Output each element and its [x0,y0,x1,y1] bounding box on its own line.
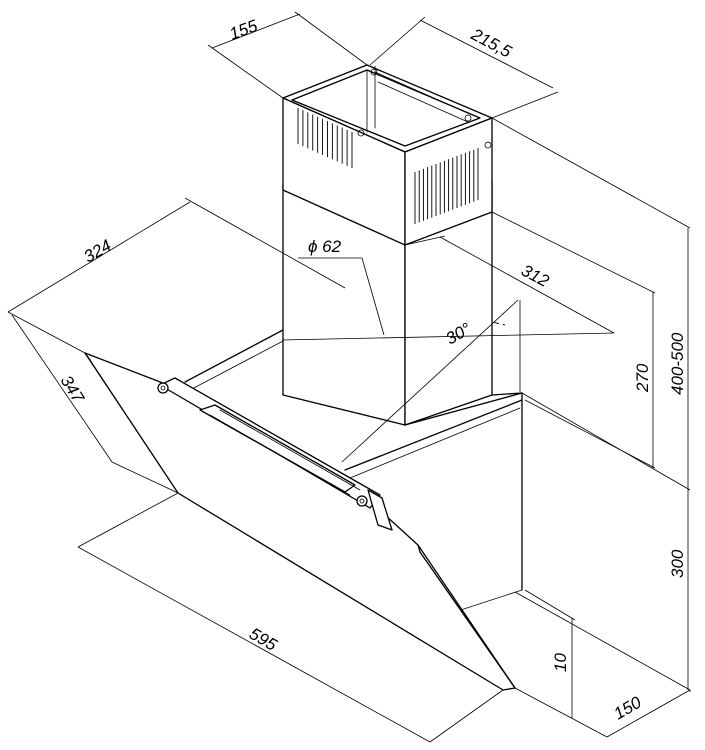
dim-270-ext-bot [524,399,656,469]
label-chimney-offset: 312 [518,261,552,291]
dim-324-ext-1 [184,197,346,289]
glass-panel [84,352,516,691]
vent-slots-left [297,108,353,168]
dim-150-ext-2 [514,687,608,738]
hinge-left [157,382,169,394]
dim-324-ext-2 [7,311,86,354]
label-canopy-depth: 324 [81,236,115,267]
top-plate-back-edge [404,392,523,426]
dim-595-ext-2 [429,689,504,743]
dim-324-line [7,201,191,313]
dim-2155-ext-2 [491,91,559,119]
top-plate-bottom-edge-2 [349,407,521,479]
bracket-screw-1 [370,68,378,76]
bracket-screw-4 [357,129,365,137]
dim-312-line [439,236,615,334]
top-plate-bottom-edge [344,399,523,471]
label-back-height: 300 [668,549,687,578]
dim-595-ext-1 [77,492,179,548]
dim-312-ext-2 [281,332,615,341]
bracket-screw-3 [484,141,492,149]
dim-400500-ext-bot [521,392,691,491]
label-panel-edge: 10 [551,653,570,672]
dim-347-ext [111,461,179,494]
dim-155-ext-1 [207,44,284,99]
hinge-right [356,495,368,507]
dim-155-line [211,13,301,49]
dim-2155-ext-1 [369,16,426,66]
dim-300-ext-bot [514,591,691,691]
chimney-lower [282,181,493,426]
dim-angle-ray [341,299,519,463]
hinge-left-inner [160,385,166,391]
label-glass-height: 347 [57,372,88,407]
dim-312-ext-1 [404,235,446,246]
label-chimney-height-range: 400-500 [668,332,687,395]
top-plate-inner-edge [189,340,284,391]
hinge-bracket-right [367,489,393,531]
chimney-upper [282,64,493,246]
vent-slots-right [414,148,479,224]
label-chimney-depth: 155 [227,16,261,44]
dim-595-line [77,546,431,743]
label-width: 595 [246,624,281,655]
glass-panel-edge-inner [89,359,179,494]
dim-10-ext-top [524,589,576,621]
dim-400500-ext-top [491,117,691,229]
glass-panel-thickness-3 [419,551,516,689]
bracket-screw-2 [464,114,472,122]
dim-dia-leader-2 [361,257,385,336]
top-plate-left-edge [184,329,284,383]
dimension-labels: 155 215,5 324 347 ϕ 62 312 30° 270 400-5… [57,16,687,723]
label-outlet-diameter: ϕ 62 [308,237,342,256]
hinge-right-inner [359,498,365,504]
bracket-rail-4 [377,81,469,123]
dim-155-ext-2 [294,11,368,66]
filter-opening-inner [209,414,351,496]
top-plate-right-edge [491,392,523,396]
filter-opening-inner-2 [219,409,361,491]
glass-panel-thickness-1 [84,352,91,361]
dimension-lines [7,11,691,743]
dim-347-line [11,314,113,463]
dim-2155-line [419,19,554,89]
label-chimney-min-height: 270 [633,363,652,393]
bracket-rail-3 [374,71,471,115]
dim-270-ext-top [491,211,656,294]
glass-panel-thickness-2 [417,544,421,553]
dim-150-line [606,689,691,738]
